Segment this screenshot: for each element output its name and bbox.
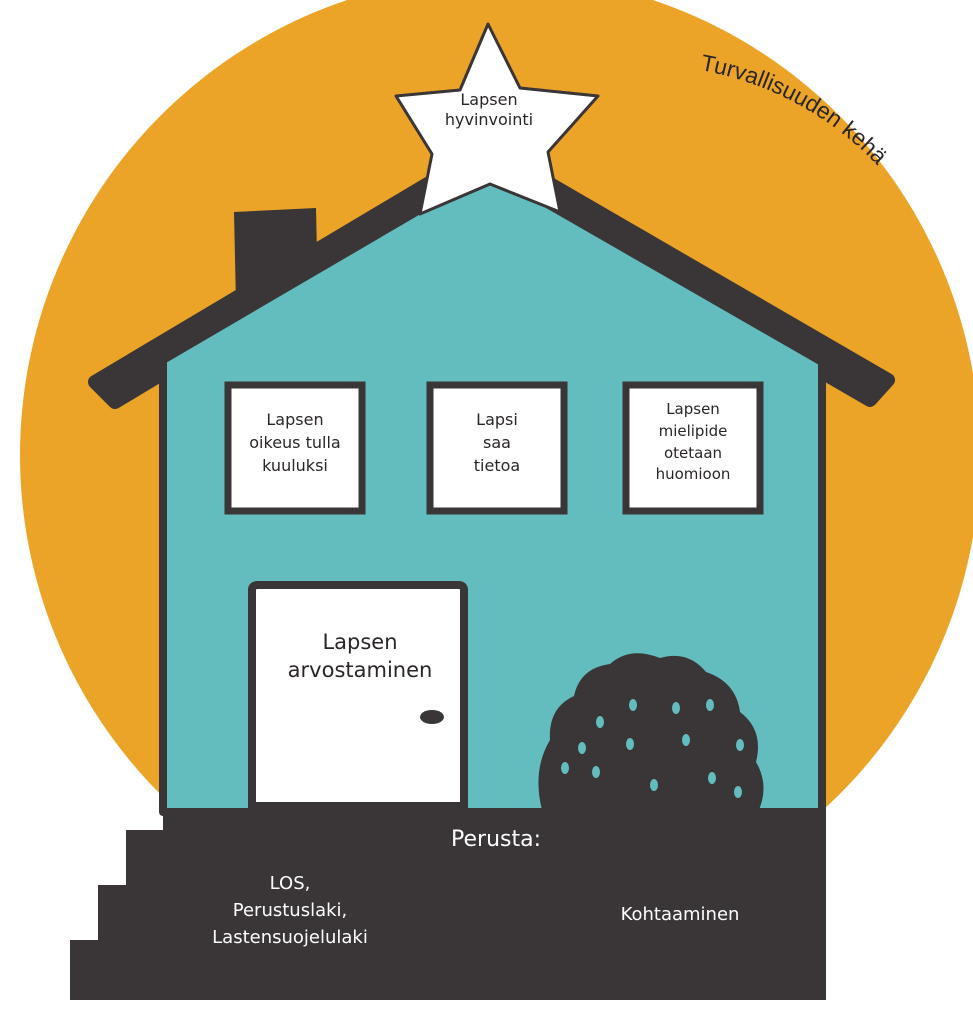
window-3	[622, 381, 764, 515]
window-1-label: Lapsen oikeus tulla kuuluksi	[249, 410, 341, 476]
window-1	[224, 381, 366, 515]
star-label: Lapsen hyvinvointi	[444, 90, 534, 129]
door	[248, 581, 468, 810]
door-label: Lapsen arvostaminen	[287, 630, 433, 683]
window-2-label: Lapsi saa tietoa	[473, 410, 521, 476]
star-icon	[394, 22, 600, 216]
foundation-title: Perusta:	[451, 827, 541, 852]
foundation-left-label: LOS, Perustuslaki, Lastensuojelulaki	[212, 873, 368, 948]
bush-dots	[561, 699, 744, 798]
door-knob	[420, 710, 444, 724]
window-2	[426, 381, 568, 515]
foundation-right-label: Kohtaaminen	[620, 904, 740, 925]
foundation	[70, 808, 826, 1000]
window-3-label: Lapsen mielipide otetaan huomioon	[655, 400, 731, 484]
